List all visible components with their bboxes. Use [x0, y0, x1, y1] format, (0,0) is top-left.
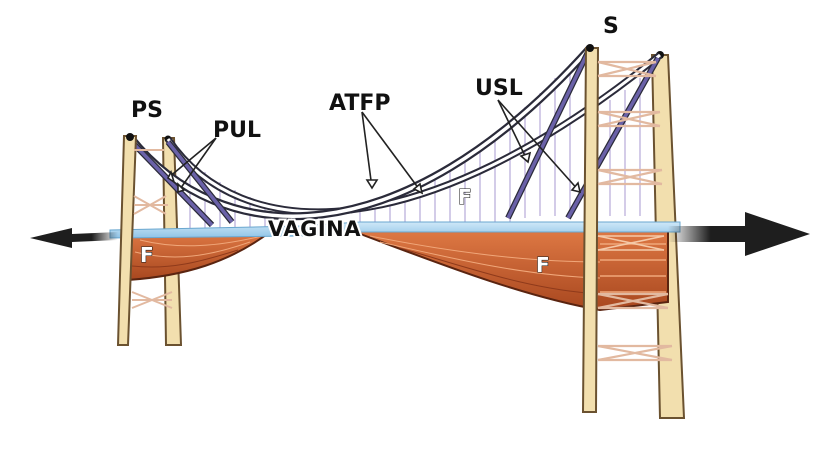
label-f-left: F	[140, 243, 154, 267]
right-front-tower	[581, 44, 673, 413]
label-atfp: ATFP	[329, 91, 390, 116]
label-pul: PUL	[213, 118, 261, 143]
label-usl: USL	[475, 76, 523, 101]
tension-arrow-right	[668, 212, 810, 256]
label-vagina: VAGINA	[268, 217, 361, 241]
label-pointers	[166, 99, 582, 195]
label-f-right: F	[536, 253, 550, 277]
label-s: S	[603, 14, 619, 39]
tension-arrow-left	[30, 228, 118, 248]
label-ps: PS	[131, 98, 163, 123]
levator-muscle-left	[120, 228, 273, 282]
label-f-center: F	[458, 185, 472, 209]
left-front-tower	[116, 133, 173, 346]
stay-cables-inner	[128, 51, 660, 227]
